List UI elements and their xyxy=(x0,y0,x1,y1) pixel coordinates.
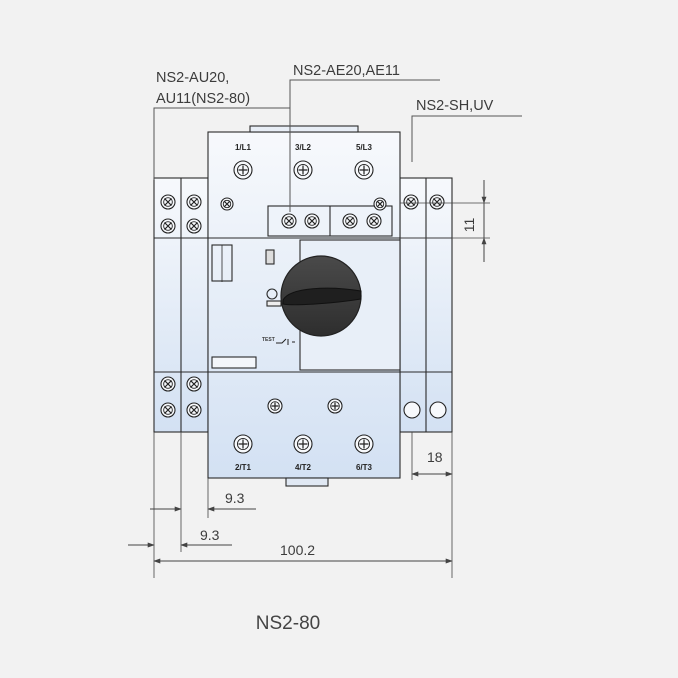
right-aux-screw-2 xyxy=(429,194,445,210)
left-aux-screw-7 xyxy=(160,402,176,418)
lock-tab xyxy=(266,300,282,307)
left-aux-screw-2 xyxy=(186,194,202,210)
terminal-screw-top-3 xyxy=(354,160,374,180)
rotary-handle xyxy=(280,255,362,337)
terminal-label-t1: 2/T1 xyxy=(235,463,252,472)
accessory-screw-4 xyxy=(366,213,382,229)
accessory-screw-1 xyxy=(281,213,297,229)
right-aux-screw-1 xyxy=(403,194,419,210)
callouts: NS2-AU20, AU11(NS2-80) NS2-AE20,AE11 NS2… xyxy=(156,63,494,114)
test-label: TEST xyxy=(262,337,275,343)
shunt-leader xyxy=(411,115,522,162)
dim-11-label: 11 xyxy=(461,218,477,233)
terminal-label-l2: 3/L2 xyxy=(295,143,312,152)
left-aux-screw-6 xyxy=(186,376,202,392)
left-aux-screw-5 xyxy=(160,376,176,392)
terminal-labels: 1/L1 3/L2 5/L3 2/T1 4/T2 6/T3 xyxy=(235,143,373,472)
dim-93-upper-label: 9.3 xyxy=(225,490,245,506)
housing-screw-1 xyxy=(267,398,283,414)
accessory-screw-3 xyxy=(342,213,358,229)
terminal-screw-bottom-2 xyxy=(293,434,313,454)
right-aux-hole-2 xyxy=(429,401,447,419)
terminal-label-t2: 4/T2 xyxy=(295,463,312,472)
right-aux-hole-1 xyxy=(403,401,421,419)
test-symbol xyxy=(276,338,295,345)
upper-right-small-screw xyxy=(373,197,387,211)
lock-hole xyxy=(266,288,278,300)
terminal-label-l1: 1/L1 xyxy=(235,143,252,152)
callout-aux-line1: NS2-AU20, xyxy=(156,70,229,86)
label-plate xyxy=(211,356,257,369)
top-lip xyxy=(249,125,359,133)
model-caption: NS2-80 xyxy=(256,613,320,634)
accessory-screw-2 xyxy=(304,213,320,229)
handle-bar xyxy=(282,287,362,306)
terminal-label-l3: 5/L3 xyxy=(356,143,373,152)
terminal-screw-bottom-3 xyxy=(354,434,374,454)
test-button: TEST xyxy=(262,337,295,345)
left-aux-screw-3 xyxy=(160,218,176,234)
housing-screw-2 xyxy=(327,398,343,414)
terminal-screws xyxy=(160,160,447,454)
left-aux-screw-8 xyxy=(186,402,202,418)
aux-leader xyxy=(153,107,290,180)
callout-leaders xyxy=(153,79,522,212)
callout-shunt: NS2-SH,UV xyxy=(416,98,494,114)
upper-left-small-screw xyxy=(220,197,234,211)
callout-alarm: NS2-AE20,AE11 xyxy=(293,63,400,79)
terminal-screw-top-1 xyxy=(233,160,253,180)
left-aux-screw-4 xyxy=(186,218,202,234)
dimension-lines xyxy=(128,180,490,578)
left-aux-screw-1 xyxy=(160,194,176,210)
terminal-screw-top-2 xyxy=(293,160,313,180)
terminal-label-t3: 6/T3 xyxy=(356,463,373,472)
terminal-screw-bottom-1 xyxy=(233,434,253,454)
dim-100-label: 100.2 xyxy=(280,542,315,558)
trip-indicator xyxy=(265,249,275,265)
dim-18-label: 18 xyxy=(427,449,443,465)
dimension-labels: 11 18 9.3 9.3 100.2 xyxy=(200,218,477,558)
callout-aux-line2: AU11(NS2-80) xyxy=(156,91,250,107)
bottom-foot xyxy=(285,477,329,487)
dim-93-lower-label: 9.3 xyxy=(200,527,220,543)
alarm-leader xyxy=(289,79,440,212)
